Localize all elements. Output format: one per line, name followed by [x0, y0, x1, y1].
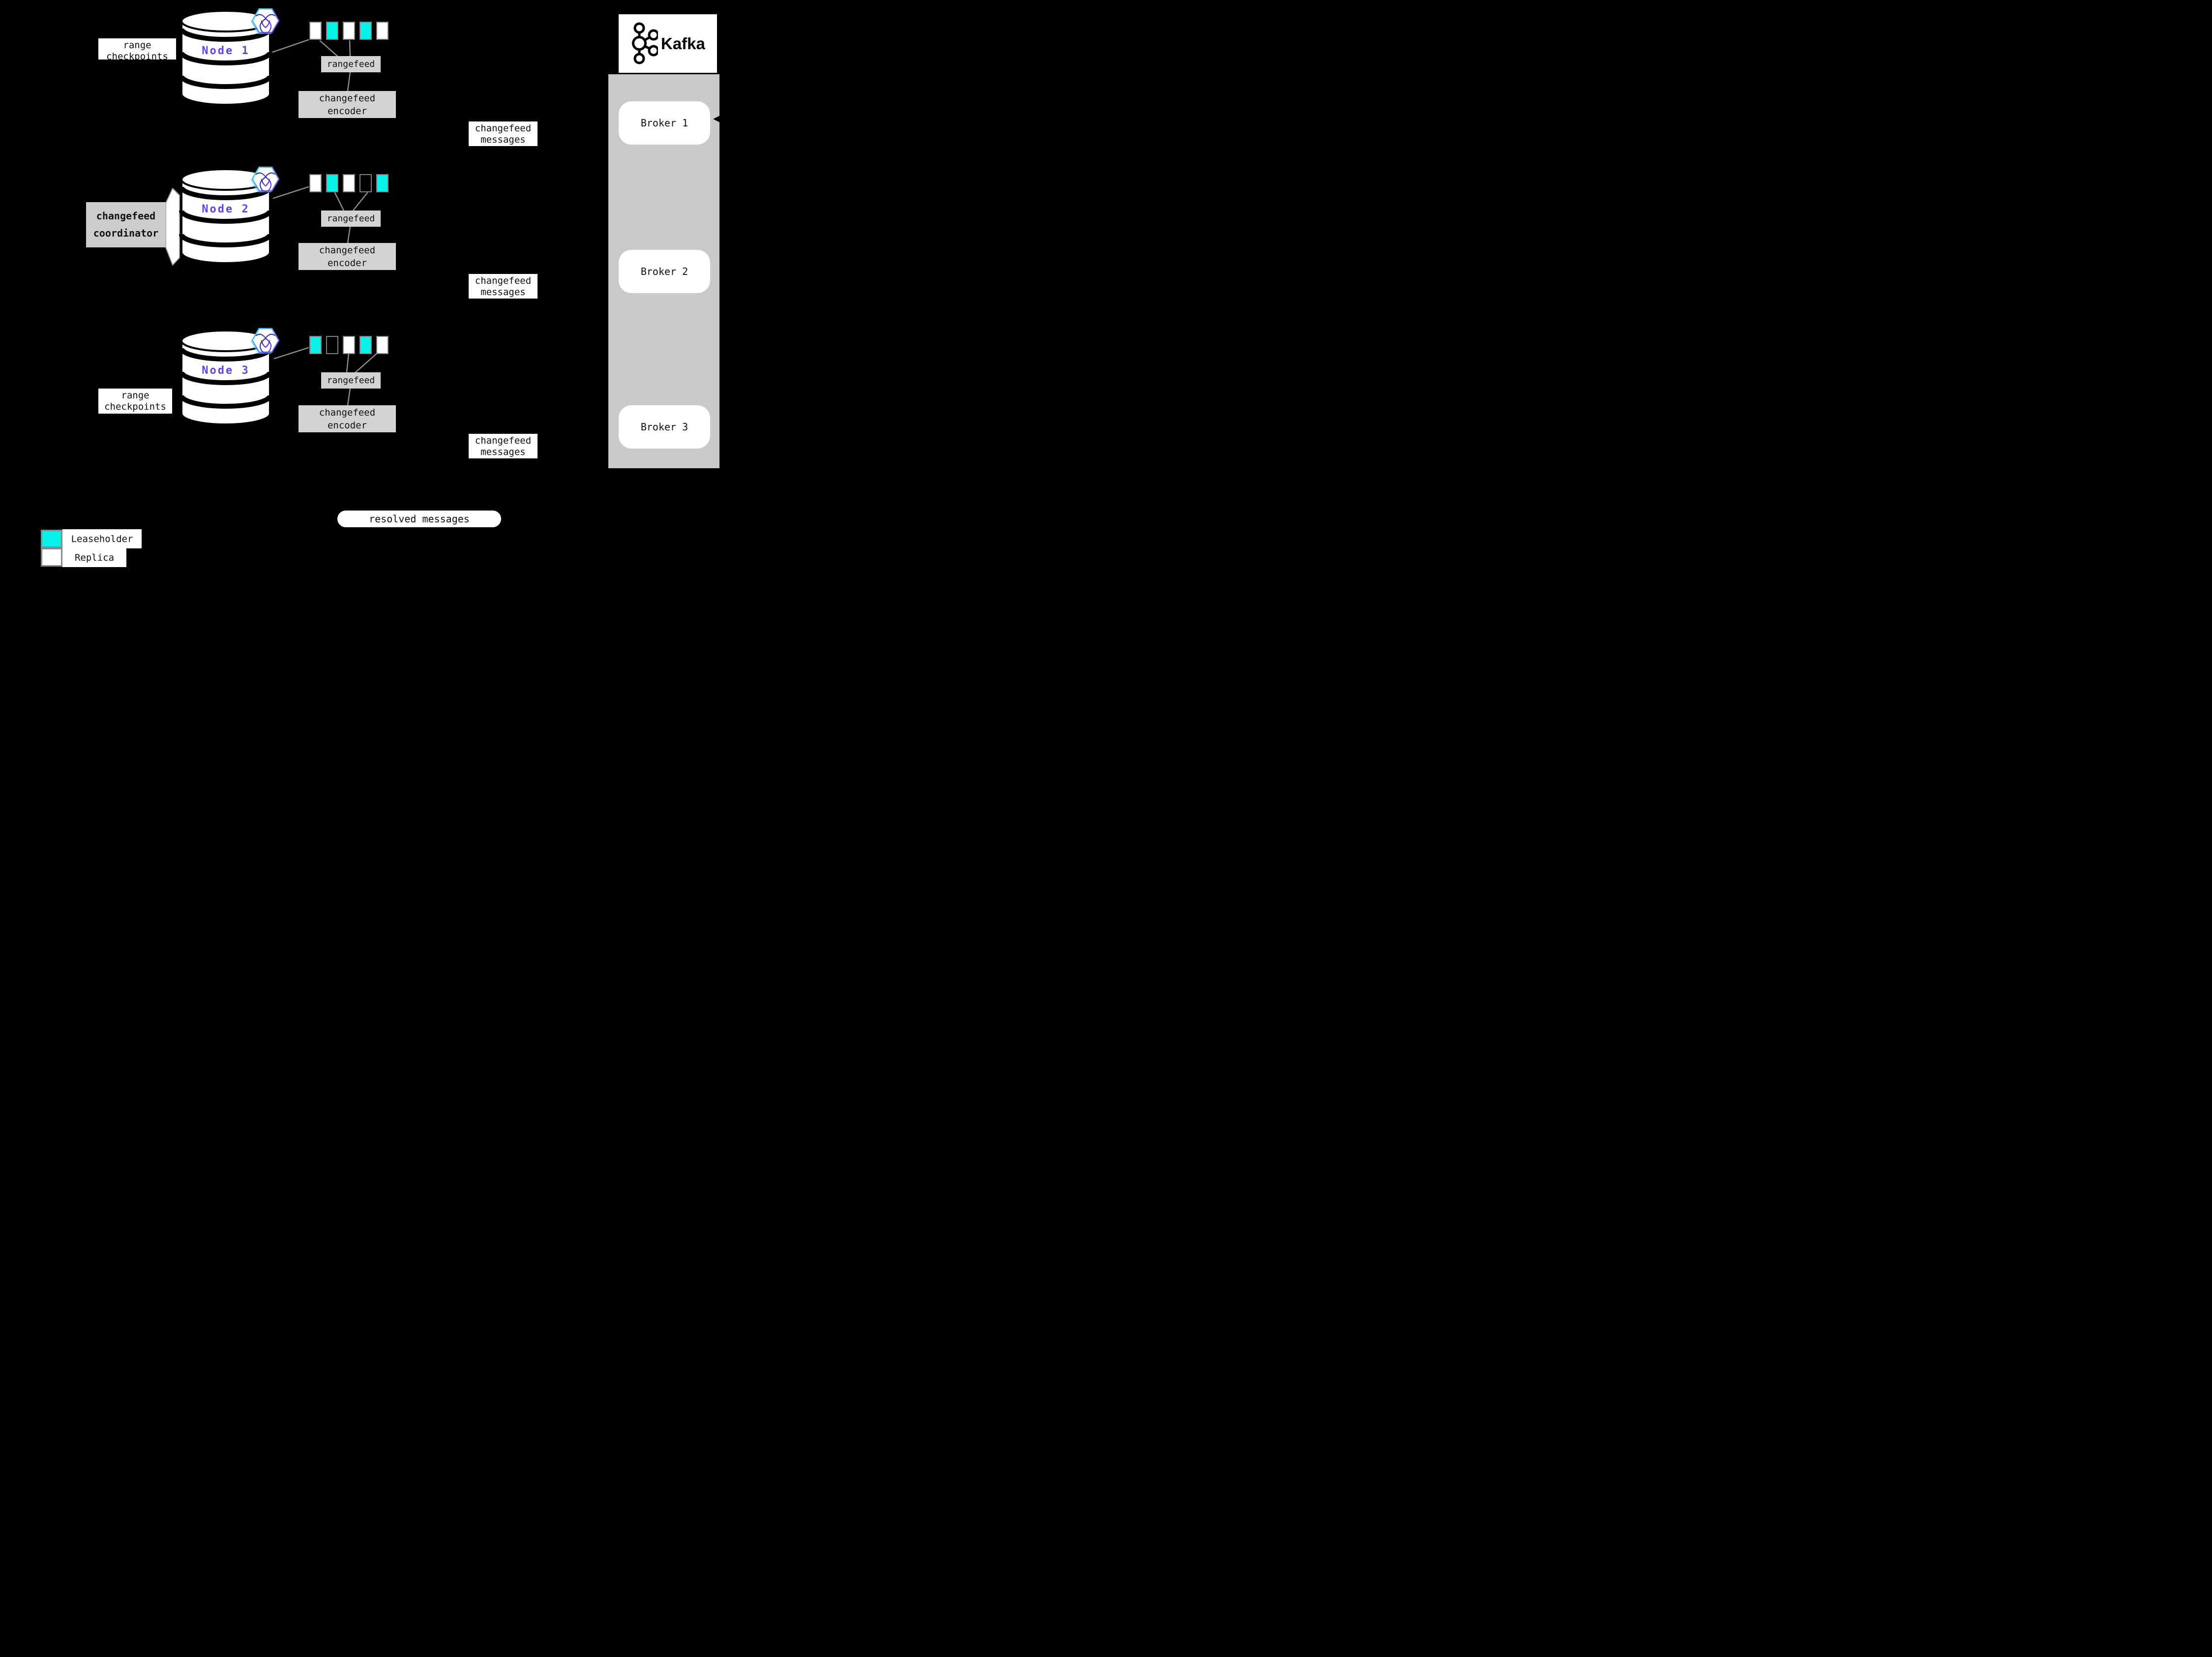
node-2-ranges	[309, 174, 389, 192]
kafka-logo-icon	[632, 22, 658, 64]
changefeed-encoder-box: changefeed encoder	[299, 243, 396, 270]
encoder-line: changefeed	[319, 407, 376, 418]
legend-replica-swatch	[41, 548, 62, 567]
cockroach-icon	[251, 8, 280, 34]
range-replica	[376, 336, 389, 354]
legend-leaseholder-swatch	[41, 530, 62, 548]
coordinator-ribbon	[165, 188, 180, 266]
coordinator-line: changefeed	[96, 210, 156, 222]
broker-1-box: Broker 1	[619, 101, 710, 145]
broker-label: Broker 2	[640, 266, 688, 277]
range-replica	[343, 174, 355, 192]
range-replica	[343, 22, 355, 40]
broker-label: Broker 1	[640, 117, 688, 129]
node-1-cylinder	[179, 9, 272, 109]
kafka-logo-box: Kafka	[619, 14, 717, 73]
node-1-ranges	[309, 22, 389, 40]
label-line: checkpoints	[106, 51, 168, 60]
range-leaseholder	[376, 174, 389, 192]
database-cylinder-icon	[179, 10, 272, 106]
label-line: messages	[480, 134, 526, 145]
label-line: changefeed	[475, 275, 532, 286]
range-empty	[326, 336, 338, 354]
encoder-line: encoder	[327, 257, 367, 269]
cockroachdb-badge	[251, 166, 280, 195]
broker-2-box: Broker 2	[619, 250, 710, 293]
cockroachdb-badge	[251, 7, 280, 37]
range-leaseholder	[309, 336, 322, 354]
changefeed-messages-label: changefeed messages	[469, 434, 538, 458]
range-replica	[309, 22, 322, 40]
legend-text: Leaseholder	[71, 533, 133, 544]
rangefeed-box: rangefeed	[321, 211, 381, 227]
changefeed-architecture-diagram: range checkpoints Node 1 ran	[0, 0, 771, 577]
label-line: messages	[480, 287, 526, 298]
label-line: messages	[480, 447, 526, 457]
broker-3-box: Broker 3	[619, 405, 710, 449]
label-line: changefeed	[475, 123, 532, 134]
encoder-line: changefeed	[319, 92, 376, 104]
changefeed-coordinator-box: changefeed coordinator	[86, 202, 166, 247]
label-line: changefeed	[475, 435, 532, 446]
encoder-line: changefeed	[319, 244, 376, 256]
resolved-messages-pill: resolved messages	[337, 511, 501, 527]
range-replica	[343, 336, 355, 354]
rangefeed-label: rangefeed	[327, 375, 375, 386]
range-replica	[376, 22, 389, 40]
legend-replica-label: Replica	[62, 548, 126, 567]
range-leaseholder	[326, 174, 338, 192]
label-line: range	[123, 40, 151, 51]
broker-label: Broker 3	[640, 421, 688, 433]
kafka-title: Kafka	[661, 34, 705, 53]
pill-label: resolved messages	[369, 513, 470, 525]
changefeed-encoder-box: changefeed encoder	[299, 405, 396, 432]
cockroach-icon	[251, 328, 280, 354]
range-leaseholder	[359, 22, 372, 40]
node-1-label: Node 1	[202, 45, 250, 57]
range-checkpoints-label: range checkpoints	[98, 38, 176, 60]
cockroachdb-badge	[251, 327, 280, 357]
node-3-ranges	[309, 336, 389, 354]
legend-leaseholder-label: Leaseholder	[62, 529, 142, 548]
encoder-line: encoder	[327, 420, 367, 431]
range-checkpoints-label: range checkpoints	[98, 389, 172, 414]
coordinator-line: coordinator	[93, 227, 159, 239]
legend-text: Replica	[74, 552, 115, 563]
range-leaseholder	[359, 336, 372, 354]
cockroach-icon	[251, 166, 280, 193]
label-line: range	[121, 390, 149, 401]
rangefeed-box: rangefeed	[321, 372, 381, 389]
rangefeed-box: rangefeed	[321, 56, 381, 72]
changefeed-messages-label: changefeed messages	[469, 121, 538, 146]
rangefeed-label: rangefeed	[327, 59, 375, 69]
label-line: checkpoints	[104, 401, 166, 412]
range-empty	[359, 174, 372, 192]
changefeed-messages-label: changefeed messages	[469, 274, 538, 299]
encoder-line: encoder	[327, 105, 367, 117]
changefeed-encoder-box: changefeed encoder	[299, 91, 396, 118]
node-2-label: Node 2	[202, 203, 250, 215]
node-3-label: Node 3	[202, 364, 250, 377]
range-leaseholder	[326, 22, 338, 40]
range-replica	[309, 174, 322, 192]
rangefeed-label: rangefeed	[327, 213, 375, 224]
